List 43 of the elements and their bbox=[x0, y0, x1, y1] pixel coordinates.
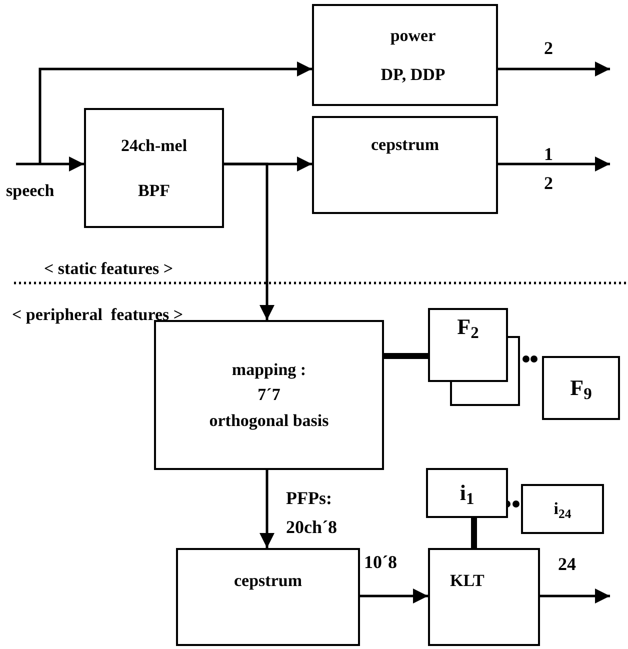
feature-box bbox=[426, 468, 508, 518]
node-label: 24ch-mel bbox=[120, 134, 188, 156]
arrow bbox=[38, 62, 312, 164]
node-label: mapping : bbox=[232, 359, 306, 380]
edge-label: 1 2 bbox=[544, 143, 554, 195]
input-label: speech bbox=[6, 180, 54, 202]
process-box bbox=[154, 320, 384, 470]
node-label: 7´7 bbox=[258, 384, 280, 406]
connector-line bbox=[471, 518, 477, 548]
arrow bbox=[16, 156, 84, 172]
arrow bbox=[498, 156, 610, 172]
edge-label: 2 bbox=[544, 37, 554, 60]
arrow bbox=[260, 470, 274, 548]
node-label: KLT bbox=[450, 570, 484, 592]
node-label: BPF bbox=[138, 180, 170, 202]
filter-box bbox=[84, 108, 224, 228]
node-label: F$_{2}$ bbox=[457, 316, 479, 338]
arrow bbox=[360, 588, 428, 604]
feature-box bbox=[542, 356, 620, 420]
arrow bbox=[224, 162, 274, 320]
stacked-box bbox=[450, 336, 520, 406]
edge-label: 24 bbox=[558, 553, 577, 576]
node-label: F$_{9}$ bbox=[570, 374, 592, 402]
node-label: DP, DDP bbox=[380, 64, 446, 86]
process-box bbox=[428, 548, 540, 646]
node-label: cepstrum bbox=[234, 570, 302, 592]
edge-label: 10´8 bbox=[364, 551, 398, 574]
node-label: power bbox=[390, 24, 436, 46]
node-label: i$_{24}$ bbox=[554, 498, 572, 520]
process-box bbox=[312, 116, 498, 214]
node-label: cepstrum bbox=[371, 134, 439, 156]
process-box bbox=[176, 548, 360, 646]
feature-box bbox=[521, 484, 604, 534]
section-label: < static features > bbox=[44, 258, 174, 280]
node-label: i$_{1}$ bbox=[460, 479, 474, 507]
connector-line bbox=[384, 353, 428, 359]
edge-label: PFPs: 20ch´8 bbox=[286, 487, 338, 539]
feature-box bbox=[428, 308, 508, 382]
arrow bbox=[540, 588, 610, 604]
process-box bbox=[312, 4, 498, 106]
arrow bbox=[498, 62, 610, 76]
section-label: < peripheral features > bbox=[12, 304, 184, 326]
node-label: orthogonal basis bbox=[209, 410, 329, 431]
